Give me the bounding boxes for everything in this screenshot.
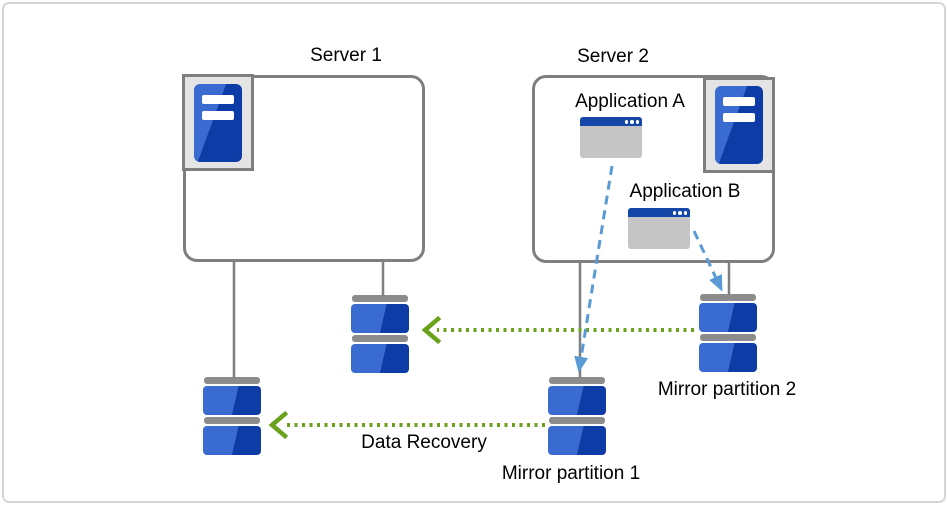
application-a-label: Application A [575,91,685,112]
window-dot-icon [624,120,628,124]
mirror-partition-1-disk-icon [548,377,606,455]
server1-disk-left-icon [203,377,261,455]
server1-tower-icon [182,74,254,171]
server-slot [723,113,755,122]
mirror-partition-2-disk-icon [699,294,757,372]
server-slot [723,97,755,106]
window-dot-icon [672,211,676,215]
server2-label: Server 2 [577,46,649,67]
server-slot [202,110,234,120]
mirror2-to-disk-green-arrow [421,315,694,345]
server-tower-body [194,83,242,162]
server1-label: Server 1 [310,45,382,66]
mirror-partition-1-label: Mirror partition 1 [501,463,641,484]
server2-tower-icon [703,77,775,173]
application-a-window-icon [580,117,642,158]
window-dot-icon [630,120,634,124]
server-slot [202,94,234,104]
window-dot-icon [683,211,687,215]
window-dot-icon [678,211,682,215]
server1-disk-right-icon [351,295,409,373]
window-titlebar [580,117,642,126]
window-dot-icon [635,120,639,124]
mirror-partition-2-label: Mirror partition 2 [657,379,797,400]
server-tower-body [715,86,763,164]
application-b-window-icon [628,208,690,249]
data-recovery-label: Data Recovery [361,432,487,453]
window-titlebar [628,208,690,217]
application-b-label: Application B [629,181,741,202]
